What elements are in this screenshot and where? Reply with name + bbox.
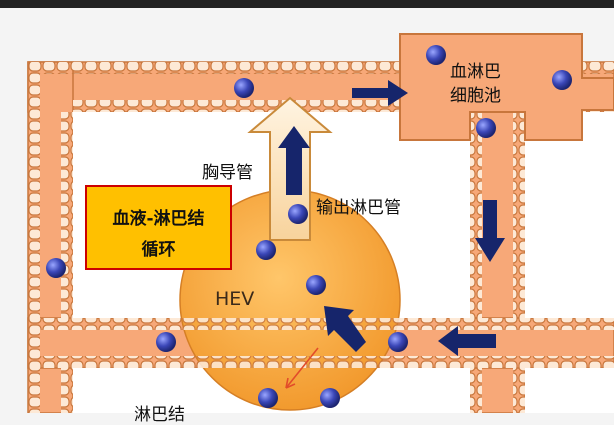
lymphocyte-icon — [552, 70, 572, 90]
flow-arrow-icon — [278, 126, 310, 195]
flow-arrow-icon — [475, 200, 505, 262]
flow-arrow-icon — [352, 80, 408, 106]
lymphocyte-icon — [306, 275, 326, 295]
lymphocyte-icon — [156, 332, 176, 352]
lymphocyte-icon — [426, 45, 446, 65]
flow-arrow-icon — [324, 306, 366, 352]
lymphocyte-icon — [476, 118, 496, 138]
flow-arrow-icon — [438, 326, 496, 356]
lymphocyte-icon — [234, 78, 254, 98]
lymph-sinus-label-line2: 细胞池 — [450, 86, 501, 106]
lymphocyte-icon — [288, 204, 308, 224]
callout-line-2: 循环 — [141, 240, 176, 260]
lymph-sinus-label: 血淋巴 细胞池 — [450, 60, 501, 108]
lymphocyte-icon — [320, 388, 340, 408]
lymphocyte-icon — [46, 258, 66, 278]
lymph-circulation-diagram — [0, 0, 614, 413]
efferent-lymph-label: 输出淋巴管 — [316, 198, 401, 218]
hev-label: HEV — [215, 288, 255, 310]
extravasation-arrow — [285, 347, 319, 389]
lymphocyte-icon — [256, 240, 276, 260]
thoracic-duct-label: 胸导管 — [202, 163, 253, 183]
flow-arrows — [278, 80, 505, 356]
lymphocyte-icon — [388, 332, 408, 352]
callout-box: 血液-淋巴结 循环 — [85, 185, 232, 270]
lymphocyte-icon — [258, 388, 278, 408]
lymph-sinus-label-line1: 血淋巴 — [450, 62, 501, 82]
lymph-sinus-pool — [399, 33, 614, 141]
top-edge — [0, 0, 614, 8]
callout-line-1: 血液-淋巴结 — [112, 209, 205, 229]
lymphocytes — [46, 45, 572, 408]
